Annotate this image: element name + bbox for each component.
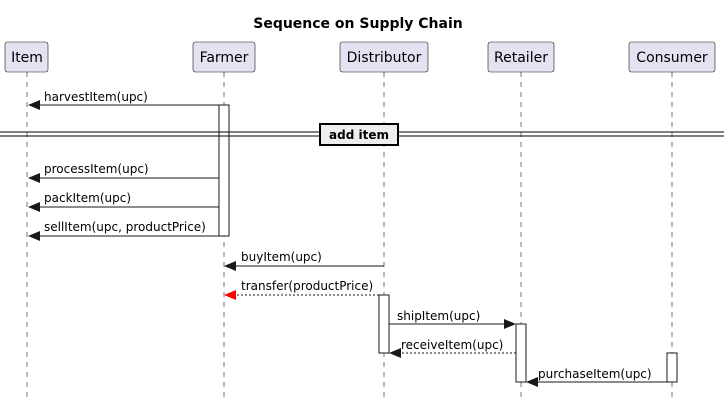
message-label-process-item: processItem(upc): [44, 162, 149, 176]
message-label-sell-item: sellItem(upc, productPrice): [44, 220, 206, 234]
message-label-receive-item: receiveItem(upc): [401, 338, 503, 352]
participant-retailer-box: [487, 41, 555, 73]
participant-consumer-box: [628, 41, 716, 73]
arrow-head-buy-item: [224, 261, 236, 271]
arrow-head-receive-item: [389, 348, 401, 358]
participant-distributor-box: [339, 41, 429, 73]
arrow-head-process-item: [28, 173, 40, 183]
activation-consumer: [666, 352, 678, 383]
message-label-ship-item: shipItem(upc): [397, 309, 480, 323]
participant-consumer-label: Consumer: [636, 50, 708, 66]
participant-item-box: [4, 41, 49, 73]
message-label-transfer: transfer(productPrice): [241, 279, 373, 293]
activation-farmer: [218, 104, 230, 237]
participant-farmer-box: [192, 41, 256, 73]
participant-distributor-label: Distributor: [347, 50, 422, 66]
divider-box: [319, 123, 399, 146]
arrow-head-ship-item: [504, 319, 516, 329]
diagram-title: Sequence on Supply Chain: [253, 16, 463, 32]
message-label-harvest-item: harvestItem(upc): [44, 90, 148, 104]
message-label-purchase-item: purchaseItem(upc): [538, 367, 652, 381]
activation-retailer: [515, 323, 527, 383]
arrow-head-pack-item: [28, 202, 40, 212]
arrow-head-transfer: [224, 290, 236, 300]
activation-distributor: [378, 294, 390, 354]
arrow-head-harvest-item: [28, 100, 40, 110]
message-label-buy-item: buyItem(upc): [241, 250, 322, 264]
participant-farmer-label: Farmer: [200, 50, 249, 66]
divider-label: add item: [329, 128, 389, 142]
participant-item-label: Item: [11, 50, 43, 66]
participant-retailer-label: Retailer: [494, 50, 548, 66]
arrow-head-purchase-item: [526, 377, 538, 387]
message-label-pack-item: packItem(upc): [44, 191, 131, 205]
arrow-head-sell-item: [28, 231, 40, 241]
